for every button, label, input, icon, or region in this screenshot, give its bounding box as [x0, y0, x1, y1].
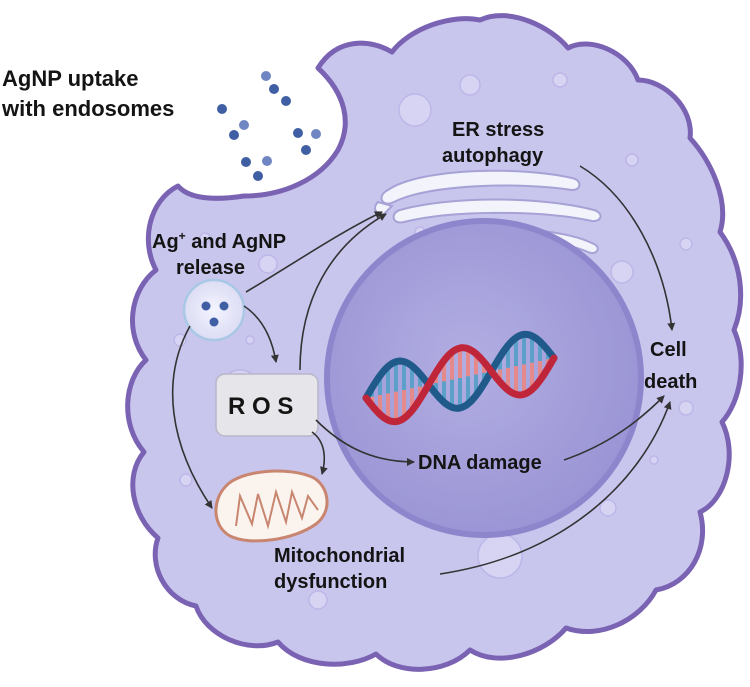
arrow-mitochondria-to-cell-death [439, 401, 672, 575]
label-release-rest: and AgNP [186, 231, 286, 253]
label-release-ag: Ag [152, 231, 179, 253]
label-mito-line2: dysfunction [274, 571, 387, 593]
extracellular-nanoparticles [217, 71, 321, 181]
arrow-er-to-cell-death [579, 165, 676, 331]
arrow-ros-to-mitochondria [311, 431, 328, 475]
endoplasmic-reticulum [374, 169, 602, 254]
ros-box [215, 373, 319, 437]
label-release-plus: + [179, 229, 186, 243]
nanoparticle [201, 301, 211, 311]
nanoparticle [262, 156, 272, 166]
nanoparticle [293, 128, 303, 138]
label-agnp-uptake-line1: AgNP uptake [2, 66, 139, 91]
nanoparticle [241, 157, 251, 167]
arrow-ros-to-dna-damage [315, 419, 415, 466]
label-cell-line2: death [644, 371, 697, 393]
nanoparticle [261, 71, 271, 81]
arrow-dna-to-cell-death [563, 395, 665, 461]
label-ros: R O S [228, 393, 293, 420]
label-cell-death: Cell death [644, 339, 697, 393]
label-dna-damage: DNA damage [418, 452, 542, 474]
nanoparticle [209, 317, 219, 327]
label-er-line2: autophagy [442, 145, 544, 167]
label-release-line2: release [176, 257, 245, 279]
arrow-release-to-ros [243, 305, 279, 363]
dna-helix [362, 330, 558, 426]
dna-strand-blue [362, 330, 558, 412]
label-agnp-uptake: AgNP uptake with endosomes [1, 66, 174, 121]
arrows [171, 165, 676, 575]
arrow-ros-to-er [299, 213, 387, 371]
label-release: Ag+ and AgNP release [152, 229, 291, 279]
nanoparticle [311, 129, 321, 139]
nanoparticle [281, 96, 291, 106]
nanoparticle [219, 301, 229, 311]
label-cell-line1: Cell [650, 339, 687, 361]
label-er-stress: ER stress autophagy [442, 119, 550, 167]
nanoparticle [239, 120, 249, 130]
label-agnp-uptake-line2: with endosomes [1, 96, 174, 121]
nanoparticle [253, 171, 263, 181]
nanoparticle [269, 84, 279, 94]
nanoparticle [217, 104, 227, 114]
arrow-release-to-mitochondria [171, 325, 213, 509]
label-er-line1: ER stress [452, 119, 544, 141]
release-vesicle [182, 278, 246, 342]
nanoparticle [301, 145, 311, 155]
nanoparticle [229, 130, 239, 140]
label-mitochondrial: Mitochondrial dysfunction [274, 545, 411, 593]
arrow-release-to-er [245, 211, 383, 293]
dna-strand-red [362, 344, 558, 426]
label-mito-line1: Mitochondrial [274, 545, 405, 567]
mitochondrion [214, 469, 329, 543]
